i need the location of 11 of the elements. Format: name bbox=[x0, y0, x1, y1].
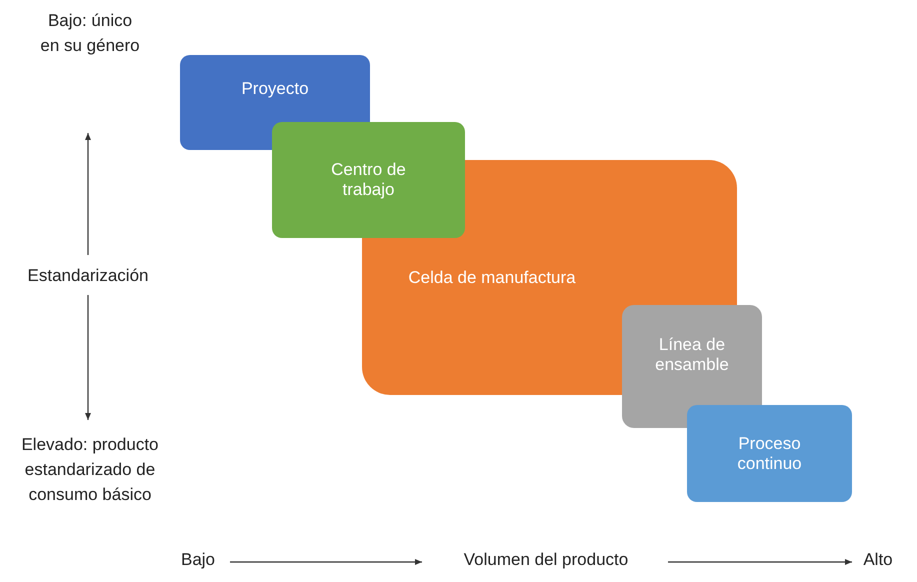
axis-end-label: Bajo: único en su género bbox=[40, 10, 140, 57]
box-label: Proceso continuo bbox=[736, 434, 803, 474]
axis-end-label: Bajo bbox=[180, 549, 216, 571]
box-label: Proyecto bbox=[241, 78, 309, 98]
box-label: Línea de ensamble bbox=[654, 335, 730, 375]
axis-title: Estandarización bbox=[26, 265, 150, 287]
box-label: Celda de manufactura bbox=[408, 268, 576, 288]
axis-title: Volumen del producto bbox=[462, 549, 630, 571]
axis-end-label: Elevado: producto estandarizado de consumo básico bbox=[20, 434, 160, 506]
axis-end-label: Alto bbox=[862, 549, 894, 571]
box-label: Centro de trabajo bbox=[330, 160, 407, 200]
